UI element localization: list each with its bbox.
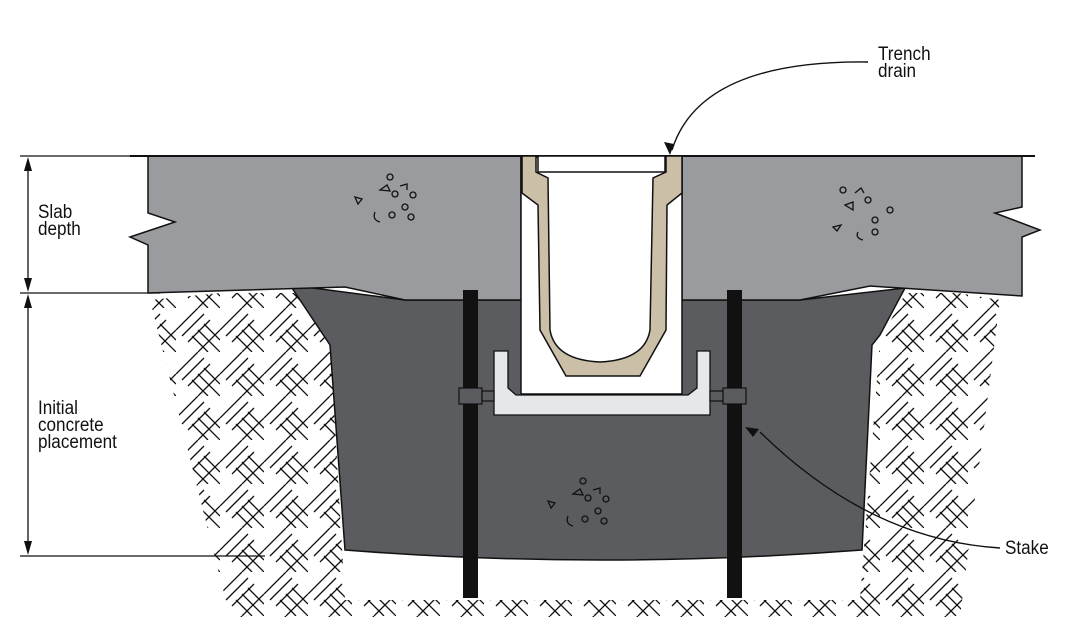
label-slab-depth: Slab depth (38, 202, 81, 240)
drain-grate (537, 155, 666, 173)
arrowhead-stake (745, 427, 759, 437)
concrete-slab-right (681, 155, 1043, 301)
stake-right (727, 290, 742, 598)
trench-drain-channel (521, 155, 683, 377)
concrete-slab-left (127, 155, 522, 301)
installation-bracket (493, 350, 711, 416)
stake-clamps (458, 387, 747, 405)
label-stake: Stake (1005, 538, 1049, 559)
label-trench-drain: Trench drain (878, 44, 931, 82)
initial-concrete-placement (288, 284, 907, 561)
soil-hatching (150, 293, 1000, 617)
dimension-lines (20, 155, 265, 557)
label-initial-concrete-placement: Initial concrete placement (38, 398, 117, 453)
stake-left (463, 290, 478, 598)
aggregate-marks (353, 173, 894, 527)
arrowhead-trench-drain (664, 142, 674, 155)
leader-lines (671, 61, 1001, 549)
